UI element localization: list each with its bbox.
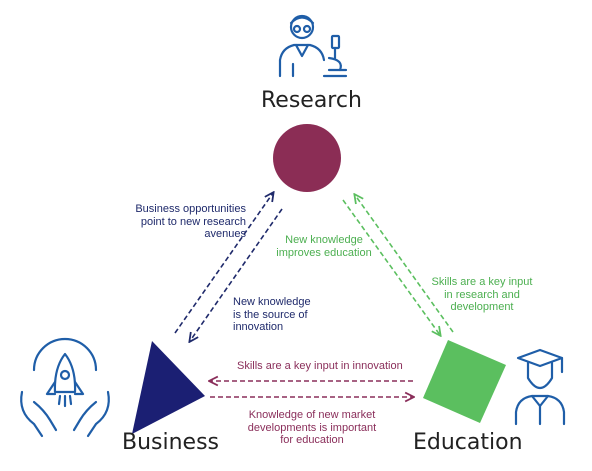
- label-research-to-education: New knowledge improves education: [276, 234, 372, 259]
- label-education-to-research: Skills are a key input in research and d…: [431, 276, 533, 313]
- education-node-square: [423, 340, 506, 423]
- researcher-with-microscope-icon: [278, 14, 348, 78]
- arrow-business-to-research: [174, 193, 273, 334]
- research-title: Research: [261, 88, 362, 113]
- research-node-circle: [273, 124, 341, 192]
- label-business-to-research: Business opportunities point to new rese…: [135, 203, 246, 240]
- education-title: Education: [413, 430, 523, 455]
- business-title: Business: [122, 430, 220, 455]
- graduate-student-icon: [514, 348, 566, 426]
- label-education-to-business: Skills are a key input in innovation: [237, 360, 403, 372]
- label-research-to-business: New knowledge is the source of innovatio…: [233, 296, 311, 333]
- arrow-education-to-research: [355, 195, 454, 333]
- business-node-triangle: [132, 341, 205, 434]
- arrow-research-to-business: [190, 208, 283, 341]
- label-business-to-education: Knowledge of new market developments is …: [247, 409, 377, 446]
- arrow-research-to-education: [342, 199, 440, 335]
- rocket-in-hands-icon: [20, 337, 110, 438]
